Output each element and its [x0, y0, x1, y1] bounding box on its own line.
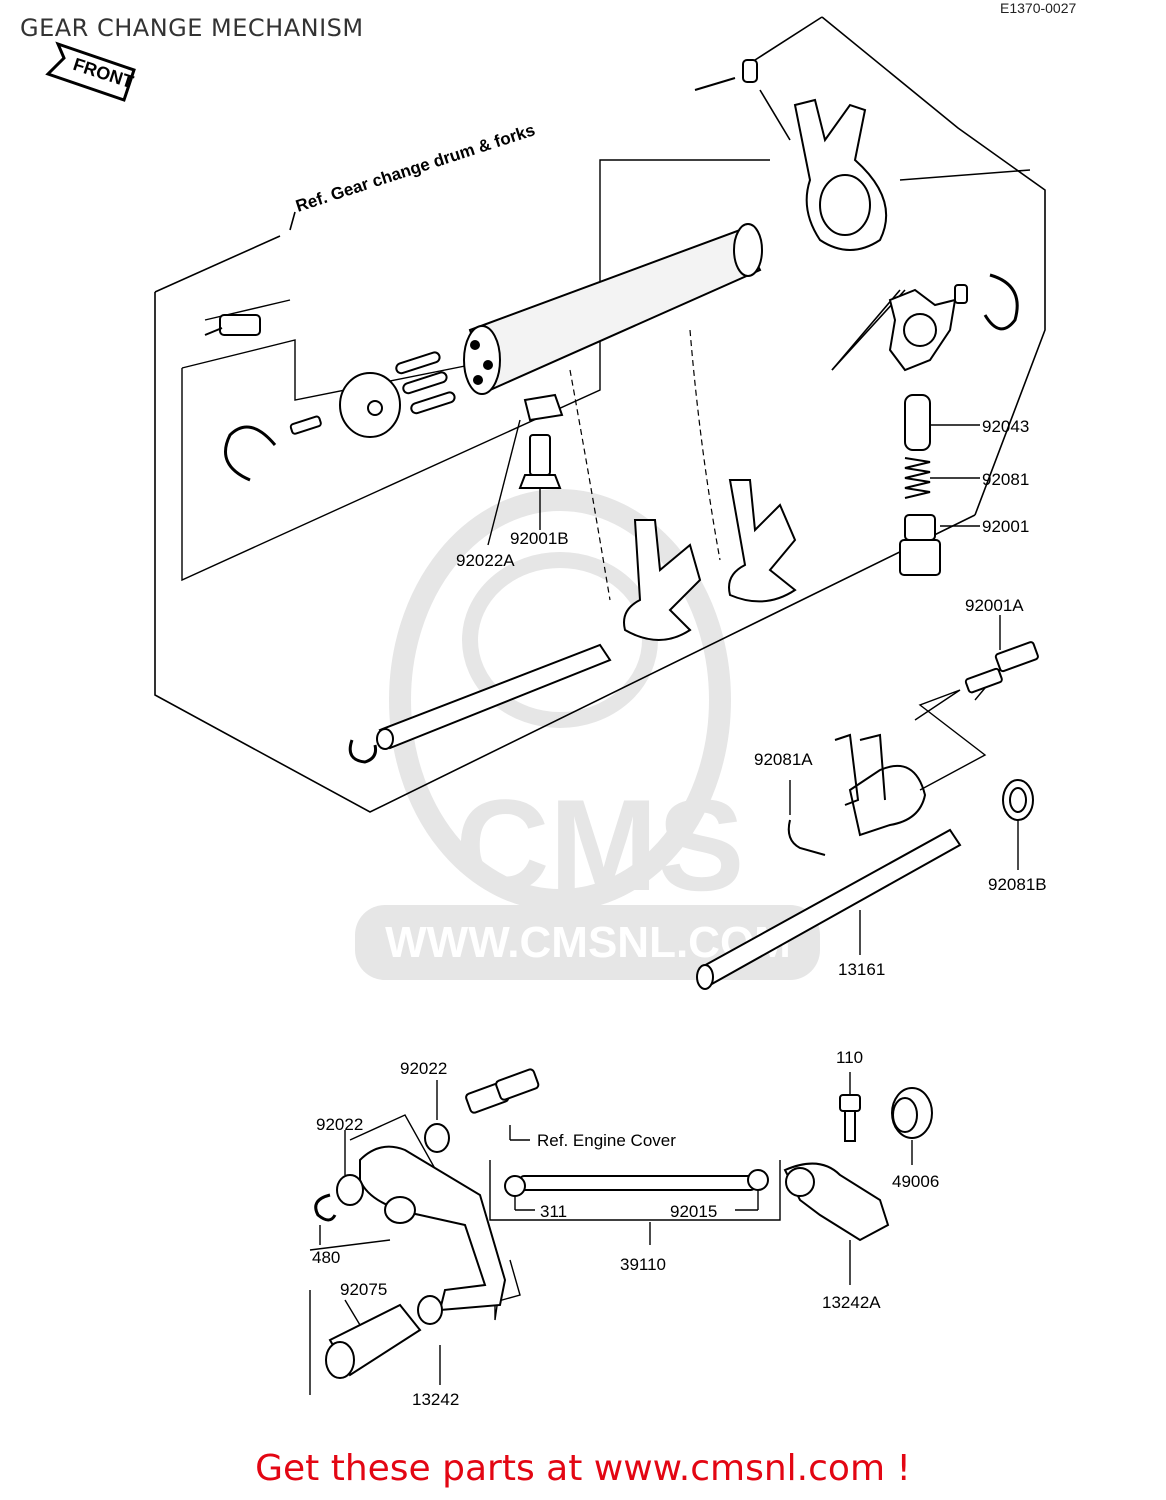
label-92001: 92001	[982, 517, 1029, 536]
shift-shaft	[696, 733, 962, 990]
label-49006: 49006	[892, 1172, 939, 1191]
drum-frame	[154, 16, 1046, 813]
watermark-brand: CMS	[456, 772, 745, 918]
shift-pedal	[359, 1145, 507, 1312]
watermark-url-box	[355, 905, 820, 980]
inner-frame	[181, 159, 770, 582]
fork-shaft	[348, 643, 612, 764]
engine-cover-frame	[309, 1114, 781, 1395]
detent-spring	[904, 457, 931, 499]
washers-pedal	[314, 1123, 450, 1222]
pedal-rubber	[325, 1295, 443, 1379]
circlip-right	[983, 273, 1019, 331]
shift-drum	[463, 223, 763, 395]
label-13242: 13242	[412, 1390, 459, 1409]
label-92022-top: 92022	[400, 1059, 447, 1078]
watermark-mascot	[389, 489, 731, 911]
stopper-lever	[518, 393, 564, 489]
tie-rod	[504, 1169, 769, 1197]
ref-drum-forks: Ref. Gear change drum & forks	[293, 120, 537, 215]
label-39110: 39110	[620, 1255, 666, 1274]
watermark: CMS WWW.CMSNL.COM	[355, 489, 820, 980]
shift-fork-top	[793, 98, 888, 251]
shift-fork-left	[623, 519, 702, 641]
seal-49006	[891, 1087, 933, 1139]
label-92022-left: 92022	[316, 1115, 363, 1134]
drum-plate	[339, 372, 401, 438]
shift-lever-arm	[783, 1162, 890, 1242]
page-title: GEAR CHANGE MECHANISM	[20, 14, 364, 42]
bolt-92001A	[964, 641, 1039, 694]
leader-lines	[319, 419, 1019, 1385]
ref-engine-cover: Ref. Engine Cover	[537, 1131, 676, 1150]
label-92022A: 92022A	[456, 551, 515, 570]
label-13242A: 13242A	[822, 1293, 881, 1312]
label-311: 311	[540, 1202, 567, 1221]
label-92043: 92043	[982, 417, 1029, 436]
label-92075: 92075	[340, 1280, 387, 1299]
label-92001B: 92001B	[510, 529, 569, 548]
label-480: 480	[312, 1248, 340, 1267]
spring-92081A	[787, 819, 826, 856]
label-92081: 92081	[982, 470, 1029, 489]
label-92015: 92015	[670, 1202, 717, 1221]
neutral-switch	[204, 314, 261, 336]
dashed-guides	[569, 329, 721, 601]
detent-pin	[904, 394, 931, 451]
collar-92081B	[1002, 779, 1034, 821]
bolt-110	[839, 1094, 861, 1142]
footer-banner[interactable]: Get these parts at www.cmsnl.com !	[255, 1448, 911, 1489]
label-92081A: 92081A	[754, 750, 813, 769]
label-13161: 13161	[838, 960, 885, 979]
top-pin	[694, 59, 758, 91]
screw-left	[289, 415, 322, 435]
star-cam	[888, 284, 968, 372]
label-92081B: 92081B	[988, 875, 1047, 894]
label-92001A: 92001A	[965, 596, 1024, 615]
shift-fork-right	[728, 479, 797, 603]
circlip-left	[224, 425, 277, 482]
label-110: 110	[836, 1048, 863, 1067]
shift-shaft-link	[914, 669, 1001, 791]
drum-pins	[395, 351, 456, 415]
detent-plug	[899, 514, 941, 576]
pivot-bolt	[465, 1068, 540, 1114]
front-arrow-tag: FRONT	[45, 41, 136, 102]
diagram-code: E1370-0027	[1000, 0, 1077, 16]
